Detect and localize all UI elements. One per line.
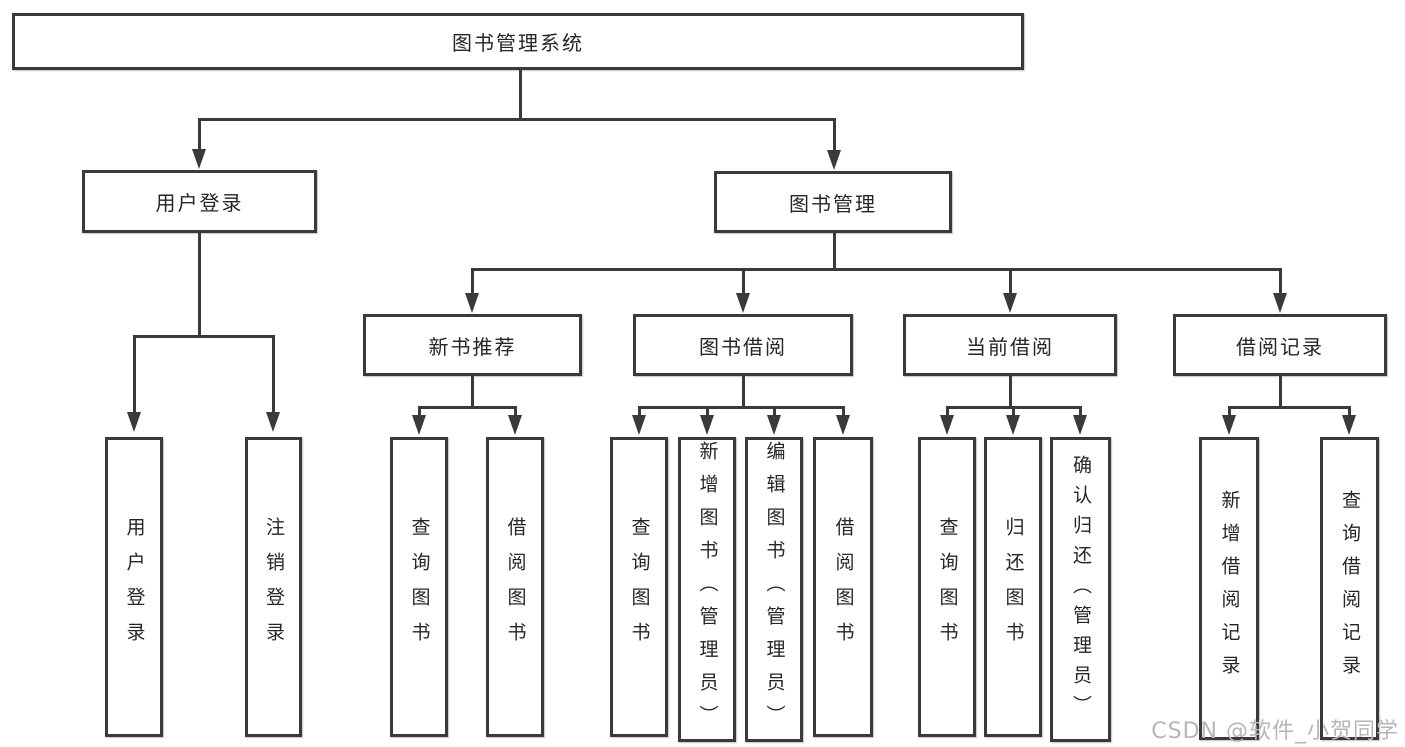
- arrow-stem: [1011, 406, 1015, 417]
- arrow-down-icon: [192, 149, 206, 169]
- node-user-login: 用户登录: [82, 170, 317, 233]
- arrow-stem: [1347, 406, 1351, 417]
- arrow-stem: [772, 406, 776, 417]
- arrow-stem: [741, 268, 745, 294]
- node-label: 图书管理: [789, 191, 877, 216]
- arrow-down-icon: [767, 415, 781, 435]
- arrow-down-icon: [1073, 415, 1087, 435]
- connector-new-book-rail: [417, 406, 517, 409]
- leaf-borrow-books-borrowing: 借阅图书: [813, 437, 873, 737]
- node-label: 用户登录: [155, 191, 244, 215]
- leaf-return-books: 归还图书: [984, 437, 1042, 737]
- arrow-down-icon: [632, 415, 646, 435]
- leaf-borrow-books-recommend: 借阅图书: [486, 437, 544, 737]
- node-borrowing-records: 借阅记录: [1173, 314, 1387, 376]
- arrow-down-icon: [940, 415, 954, 435]
- node-book-borrowing: 图书借阅: [633, 314, 853, 376]
- arrow-stem: [1227, 406, 1231, 417]
- arrow-down-icon: [1006, 415, 1020, 435]
- connector-borrowing-records-drop: [1278, 376, 1282, 408]
- arrow-down-icon: [508, 415, 522, 435]
- connector-user-login-drop: [197, 233, 201, 335]
- node-label: 借阅图书: [504, 517, 527, 657]
- arrow-stem: [417, 406, 421, 417]
- arrow-down-icon: [1342, 415, 1356, 435]
- connector-current-borrowing-drop: [1008, 376, 1012, 408]
- leaf-query-books-current: 查询图书: [918, 437, 976, 737]
- arrow-down-icon: [412, 415, 426, 435]
- arrow-stem: [945, 406, 949, 417]
- connector-new-book-drop: [470, 376, 474, 408]
- arrow-down-icon: [1003, 293, 1017, 313]
- node-label: 查询图书: [628, 517, 651, 657]
- node-root-system: 图书管理系统: [12, 13, 1024, 70]
- node-book-management: 图书管理: [714, 171, 952, 233]
- arrow-stem: [637, 406, 641, 417]
- leaf-user-login: 用户登录: [105, 437, 163, 737]
- arrow-stem: [197, 118, 201, 149]
- leaf-add-borrow-record: 新增借阅记录: [1199, 437, 1259, 740]
- leaf-query-books-recommend: 查询图书: [390, 437, 448, 737]
- arrow-stem: [832, 118, 836, 150]
- connector-book-borrowing-drop: [741, 376, 745, 408]
- arrow-down-icon: [1273, 293, 1287, 313]
- connector-level2-rail: [197, 118, 836, 121]
- connector-book-borrowing-rail: [637, 406, 845, 409]
- node-label: 查询图书: [408, 517, 431, 657]
- arrow-stem: [513, 406, 517, 417]
- arrow-stem: [841, 406, 845, 417]
- node-current-borrowing: 当前借阅: [903, 314, 1117, 376]
- arrow-stem: [1078, 406, 1082, 417]
- arrow-stem: [271, 335, 275, 413]
- csdn-watermark: CSDN @软件_小贺同学: [1151, 719, 1399, 744]
- leaf-confirm-return-admin: 确认归还（管理员）: [1050, 437, 1111, 742]
- node-label: 查询借阅记录: [1339, 489, 1361, 688]
- connector-user-login-rail: [132, 335, 275, 338]
- node-label: 借阅记录: [1236, 334, 1324, 359]
- node-label: 新增借阅记录: [1218, 489, 1241, 688]
- arrow-stem: [132, 335, 136, 413]
- node-label: 归还图书: [1002, 517, 1025, 657]
- leaf-logout: 注销登录: [245, 437, 302, 737]
- node-label: 图书借阅: [699, 334, 787, 359]
- node-label: 查询图书: [936, 517, 959, 657]
- connector-level3-rail: [470, 268, 1282, 271]
- leaf-query-borrow-record: 查询借阅记录: [1320, 437, 1379, 740]
- node-label: 当前借阅: [966, 334, 1054, 359]
- leaf-query-books-borrowing: 查询图书: [610, 437, 668, 737]
- arrow-down-icon: [1222, 415, 1236, 435]
- node-label: 新书推荐: [428, 334, 517, 359]
- node-label: 新增图书（管理员）: [696, 441, 719, 738]
- node-label: 注销登录: [263, 517, 285, 657]
- arrow-down-icon: [836, 415, 850, 435]
- arrow-stem: [1008, 268, 1012, 294]
- arrow-stem: [470, 268, 474, 294]
- arrow-down-icon: [827, 150, 841, 170]
- node-label: 用户登录: [123, 517, 146, 657]
- connector-borrowing-records-rail: [1227, 406, 1351, 409]
- node-label: 编辑图书（管理员）: [763, 441, 786, 738]
- arrow-down-icon: [736, 293, 750, 313]
- connector-root-drop: [518, 70, 522, 118]
- arrow-down-icon: [465, 293, 479, 313]
- arrow-stem: [1278, 268, 1282, 294]
- node-label: 图书管理系统: [452, 31, 584, 55]
- arrow-stem: [705, 406, 709, 417]
- arrow-down-icon: [127, 412, 141, 432]
- leaf-edit-book-admin: 编辑图书（管理员）: [745, 437, 803, 742]
- connector-book-management-drop: [832, 233, 836, 270]
- node-label: 确认归还（管理员）: [1070, 454, 1092, 725]
- node-new-book-recommend: 新书推荐: [363, 314, 582, 376]
- arrow-down-icon: [700, 415, 714, 435]
- leaf-add-book-admin: 新增图书（管理员）: [678, 437, 736, 742]
- arrow-down-icon: [266, 412, 280, 432]
- node-label: 借阅图书: [832, 517, 855, 657]
